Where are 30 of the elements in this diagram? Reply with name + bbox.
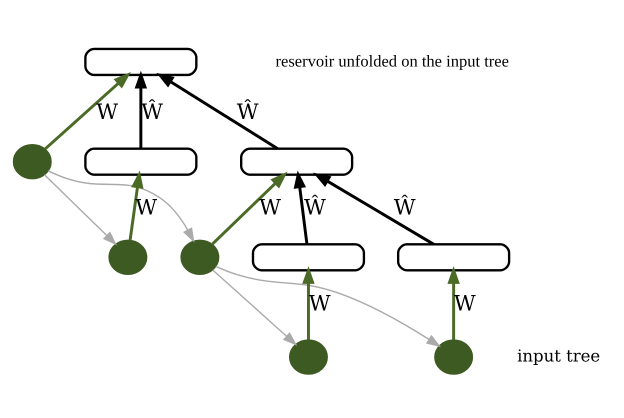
arrow xyxy=(447,266,460,340)
arrow xyxy=(216,265,441,347)
arrow xyxy=(134,70,148,148)
node-box xyxy=(84,47,198,76)
node-circle xyxy=(108,239,148,274)
node-box xyxy=(84,147,198,176)
node-circle xyxy=(288,338,328,374)
node-box xyxy=(240,147,354,176)
node-circle xyxy=(434,338,474,374)
arrow xyxy=(313,172,434,246)
edge-label: W xyxy=(96,100,118,125)
arrow xyxy=(48,170,194,242)
arrow xyxy=(212,171,288,244)
label: input tree xyxy=(517,346,600,365)
edge-label: Ŵ xyxy=(394,195,416,220)
node-box xyxy=(252,242,366,271)
node-circle xyxy=(12,144,52,179)
arrow xyxy=(294,170,308,244)
arrow xyxy=(128,170,144,240)
arrow xyxy=(212,269,298,346)
arrow xyxy=(44,174,117,245)
label: reservoir unfolded on the input tree xyxy=(276,50,509,70)
edge-label: Ŵ xyxy=(236,100,259,125)
arrow xyxy=(302,266,315,340)
node-box xyxy=(396,242,510,271)
edge-label: W xyxy=(259,195,282,220)
arrow xyxy=(44,72,131,150)
node-circle xyxy=(180,239,220,274)
edge-label: Ŵ xyxy=(304,195,326,220)
arrow xyxy=(156,72,278,150)
